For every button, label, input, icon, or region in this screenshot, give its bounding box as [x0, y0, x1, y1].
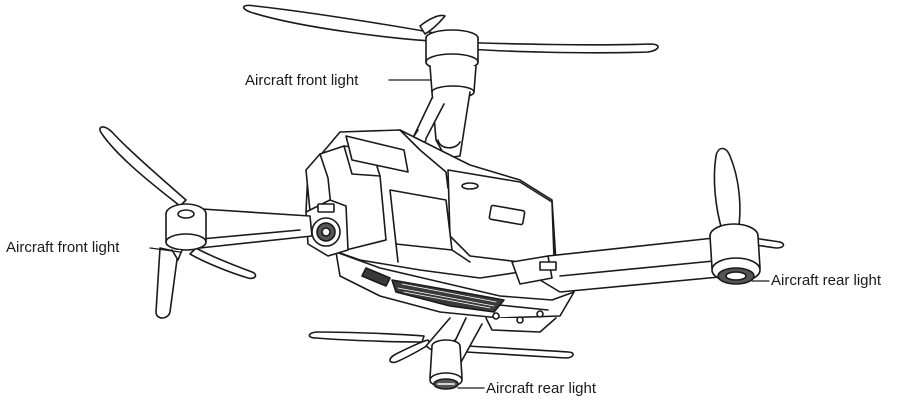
vent-mesh — [361, 267, 505, 313]
right-propeller — [713, 147, 785, 249]
callout-leaders — [149, 79, 770, 389]
camera-gimbal — [305, 199, 349, 257]
left-motor — [165, 203, 207, 251]
callout-front-light-top: Aircraft front light — [245, 72, 359, 89]
right-motor — [709, 223, 761, 285]
callout-rear-light-bottom: Aircraft rear light — [486, 380, 597, 397]
top-propeller — [242, 4, 659, 54]
leader-front-left — [149, 247, 181, 253]
left-landing-leg — [155, 247, 183, 319]
bottom-motor — [429, 339, 463, 390]
callout-rear-light-right: Aircraft rear light — [771, 272, 882, 289]
callout-front-light-left: Aircraft front light — [6, 239, 120, 256]
top-motor — [425, 29, 479, 99]
left-propeller — [99, 126, 257, 280]
bottom-propeller — [308, 331, 574, 364]
